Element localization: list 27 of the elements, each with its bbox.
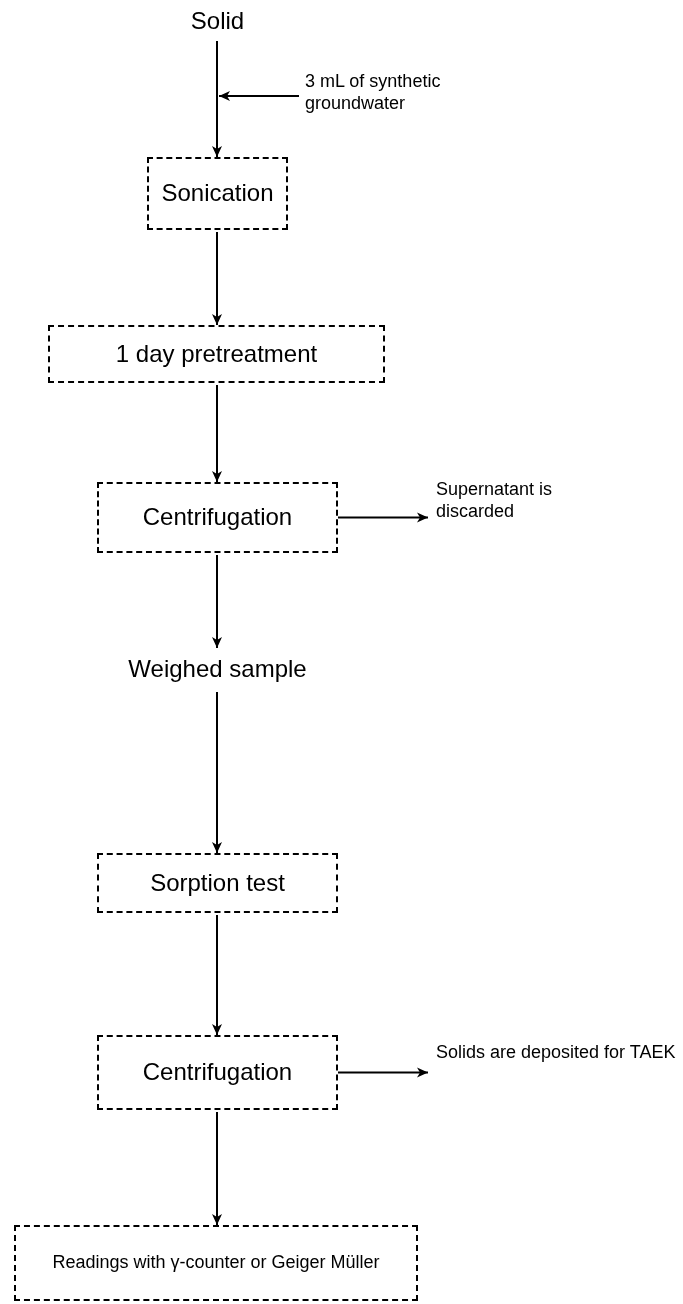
flow-label: Solid [190, 6, 245, 36]
side-note: 3 mL of synthetic groundwater [305, 71, 442, 115]
process-label: Sorption test [150, 868, 285, 898]
process-box [97, 1035, 338, 1110]
process-box [147, 157, 288, 230]
arrow [337, 1067, 429, 1078]
process-box [14, 1225, 418, 1301]
process-label: Readings with γ-counter or Geiger Müller [52, 1252, 380, 1274]
process-label: 1 day pretreatment [115, 339, 318, 369]
arrow [212, 691, 222, 854]
process-box [48, 325, 385, 383]
process-label: Sonication [161, 179, 274, 208]
process-box [97, 482, 338, 553]
arrow [212, 40, 222, 158]
arrow [212, 1111, 222, 1226]
side-note: Supernatant is discarded [436, 479, 554, 523]
arrow [212, 231, 222, 326]
process-box [97, 853, 338, 913]
arrow [212, 554, 222, 649]
arrow [212, 914, 222, 1036]
side-note: Solids are deposited for TAEK [436, 1042, 676, 1064]
flow-label: Weighed sample [128, 654, 307, 684]
arrow [218, 91, 300, 101]
arrow [337, 512, 429, 523]
process-label: Centrifugation [142, 503, 293, 532]
process-label: Centrifugation [142, 1058, 293, 1087]
arrow [212, 384, 222, 483]
